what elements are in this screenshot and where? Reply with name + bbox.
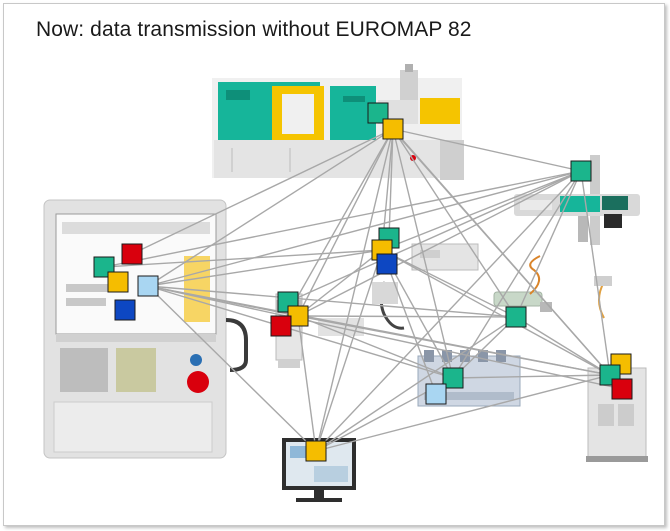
connection-line: [147, 249, 383, 287]
connection-line: [388, 128, 394, 239]
connection-line: [297, 128, 394, 317]
connection-line: [515, 316, 611, 376]
connection-line: [315, 374, 611, 452]
connection-line: [580, 170, 611, 376]
node-monitor-yellow: [305, 440, 327, 462]
node-dryer-red: [611, 378, 633, 400]
connection-line: [452, 374, 611, 379]
machine-control-panel: [43, 199, 248, 459]
node-hotrunner-red: [270, 315, 292, 337]
node-valve-lightblue: [425, 383, 447, 405]
connection-line: [147, 285, 517, 318]
connection-line: [381, 170, 582, 251]
connection-line: [147, 285, 317, 452]
connection-line: [297, 315, 611, 376]
node-panel-red: [121, 243, 143, 265]
node-imm-green: [367, 102, 389, 124]
node-panel-yellow: [107, 271, 129, 293]
connection-line: [381, 249, 611, 376]
connection-line: [103, 249, 383, 268]
connection-line: [377, 112, 611, 376]
connection-line: [392, 128, 517, 318]
node-markers: [93, 102, 633, 462]
node-temp-blue: [376, 253, 398, 275]
robot-arm: [514, 155, 640, 245]
connection-line: [381, 249, 517, 318]
injection-molding-machine: [212, 64, 464, 180]
connection-line: [315, 316, 517, 452]
connection-lines: [103, 112, 623, 452]
node-robot-green: [570, 160, 592, 182]
connection-line: [297, 315, 317, 452]
node-valve-green: [442, 367, 464, 389]
node-imm-yellow: [382, 118, 404, 140]
connection-line: [392, 128, 582, 172]
connection-line: [297, 170, 582, 317]
connection-line: [147, 170, 582, 287]
connection-line: [297, 315, 454, 379]
connection-line: [147, 285, 623, 390]
connection-line: [515, 170, 582, 318]
connection-line: [452, 170, 582, 379]
slide-title: Now: data transmission without EUROMAP 8…: [36, 18, 472, 41]
connection-line: [297, 249, 383, 317]
connection-line: [287, 170, 582, 303]
connection-line: [131, 128, 394, 255]
connection-line: [315, 249, 383, 452]
connection-line: [147, 128, 394, 287]
devices-layer: [43, 64, 648, 502]
node-panel-lightblue: [137, 275, 159, 297]
node-panel-blue: [114, 299, 136, 321]
connection-line: [392, 128, 454, 379]
node-sensor-green: [505, 306, 527, 328]
connection-line: [280, 128, 394, 327]
connection-line: [315, 128, 394, 452]
